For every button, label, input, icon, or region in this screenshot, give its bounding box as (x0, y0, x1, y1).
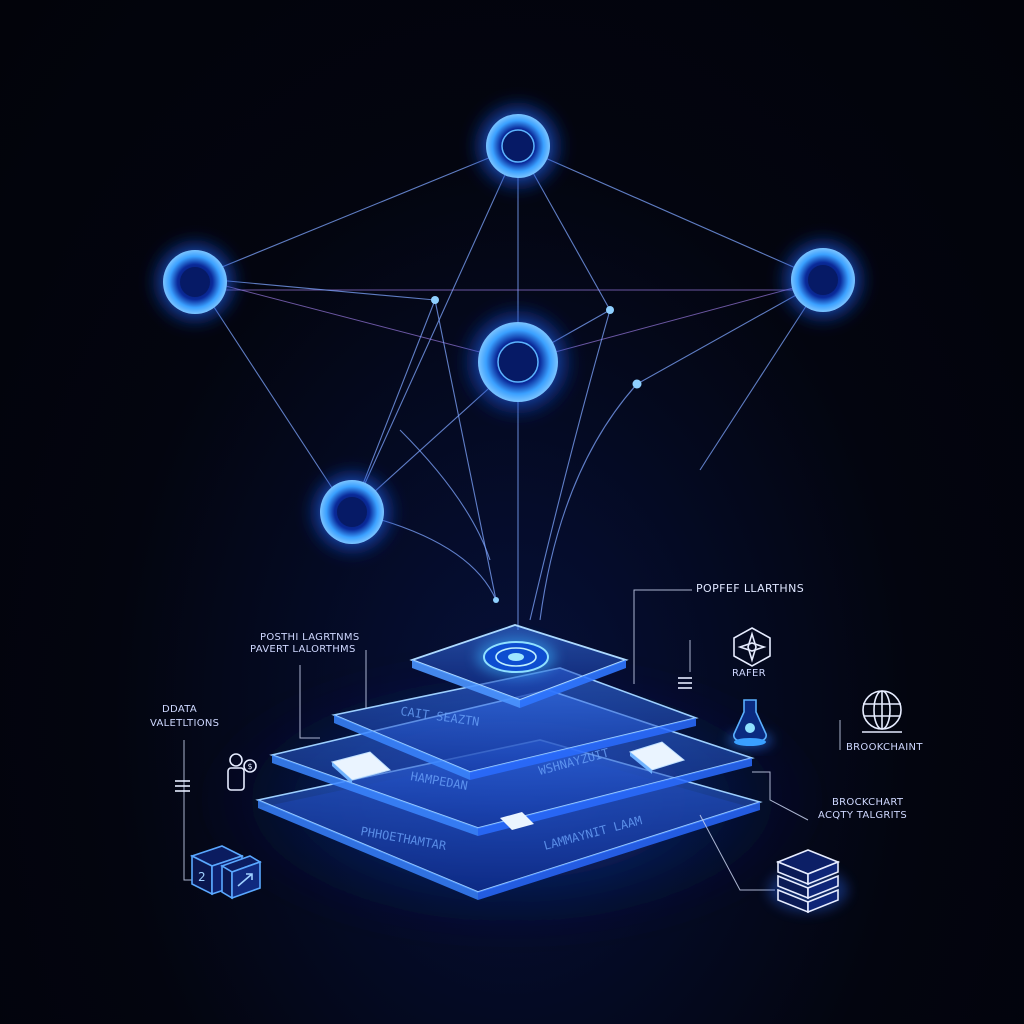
edge-top-right (517, 145, 824, 281)
network-node-icon (302, 462, 402, 562)
label-left-upper-2: PAVERT LALORTHMS (250, 644, 356, 655)
network-node-icon (456, 300, 580, 424)
compass-icon (733, 627, 771, 667)
list-icon (678, 677, 692, 689)
network-node-icon (773, 230, 873, 330)
junction-dot (431, 296, 439, 304)
network-node-icon (145, 232, 245, 332)
flask-icon (728, 699, 772, 748)
callout-line (633, 589, 692, 684)
edge-mid-base (529, 309, 611, 621)
junction-dot (606, 306, 614, 314)
label-left-upper-1: POSTHI LAGRTNMS (260, 632, 360, 643)
network-nodes (145, 94, 873, 562)
server-stack-icon (768, 849, 848, 914)
label-right-lower-1: BROCKCHART (832, 797, 904, 808)
chip-icon (330, 751, 392, 784)
chip-icon (500, 812, 534, 830)
label-right-globe: BROOKCHAINT (846, 742, 923, 753)
callout-line (299, 665, 320, 739)
user-coin-icon: $ (227, 753, 257, 791)
layer-plate-2: CAIT SEAZTN (331, 667, 699, 780)
globe-icon (862, 690, 902, 733)
edge-fade-a (399, 429, 491, 561)
layer-plate-1 (409, 624, 629, 708)
junction-dot (632, 379, 642, 389)
label-left-lower-2: VALETLTIONS (150, 718, 219, 729)
svg-text:$: $ (248, 762, 253, 771)
gear-emblem-icon (476, 637, 556, 677)
junction-dots (431, 296, 642, 603)
edge-top-lower (351, 145, 519, 513)
label-top-right: POPFEF LLARTHNS (696, 582, 804, 595)
stacked-layer-icon: PHHOETHAMTAR LAMMAYNIT LAAM HAMPEDAN WSH… (255, 624, 763, 900)
svg-text:2: 2 (198, 870, 206, 884)
edge-right-base (539, 383, 638, 621)
label-right-lower-2: ACQTY TALGRITS (818, 810, 907, 821)
callout-line (752, 771, 809, 821)
callout-line (699, 814, 775, 891)
network-node-icon (466, 94, 570, 198)
edge-junction-base (434, 299, 497, 601)
list-icon (175, 780, 190, 792)
cube-icon (220, 855, 262, 900)
edge-top-left (194, 145, 519, 279)
chip-icon (628, 741, 686, 774)
label-left-lower-1: DDATA (162, 704, 197, 715)
label-right-small: RAFER (732, 668, 766, 679)
junction-dot (493, 597, 499, 603)
